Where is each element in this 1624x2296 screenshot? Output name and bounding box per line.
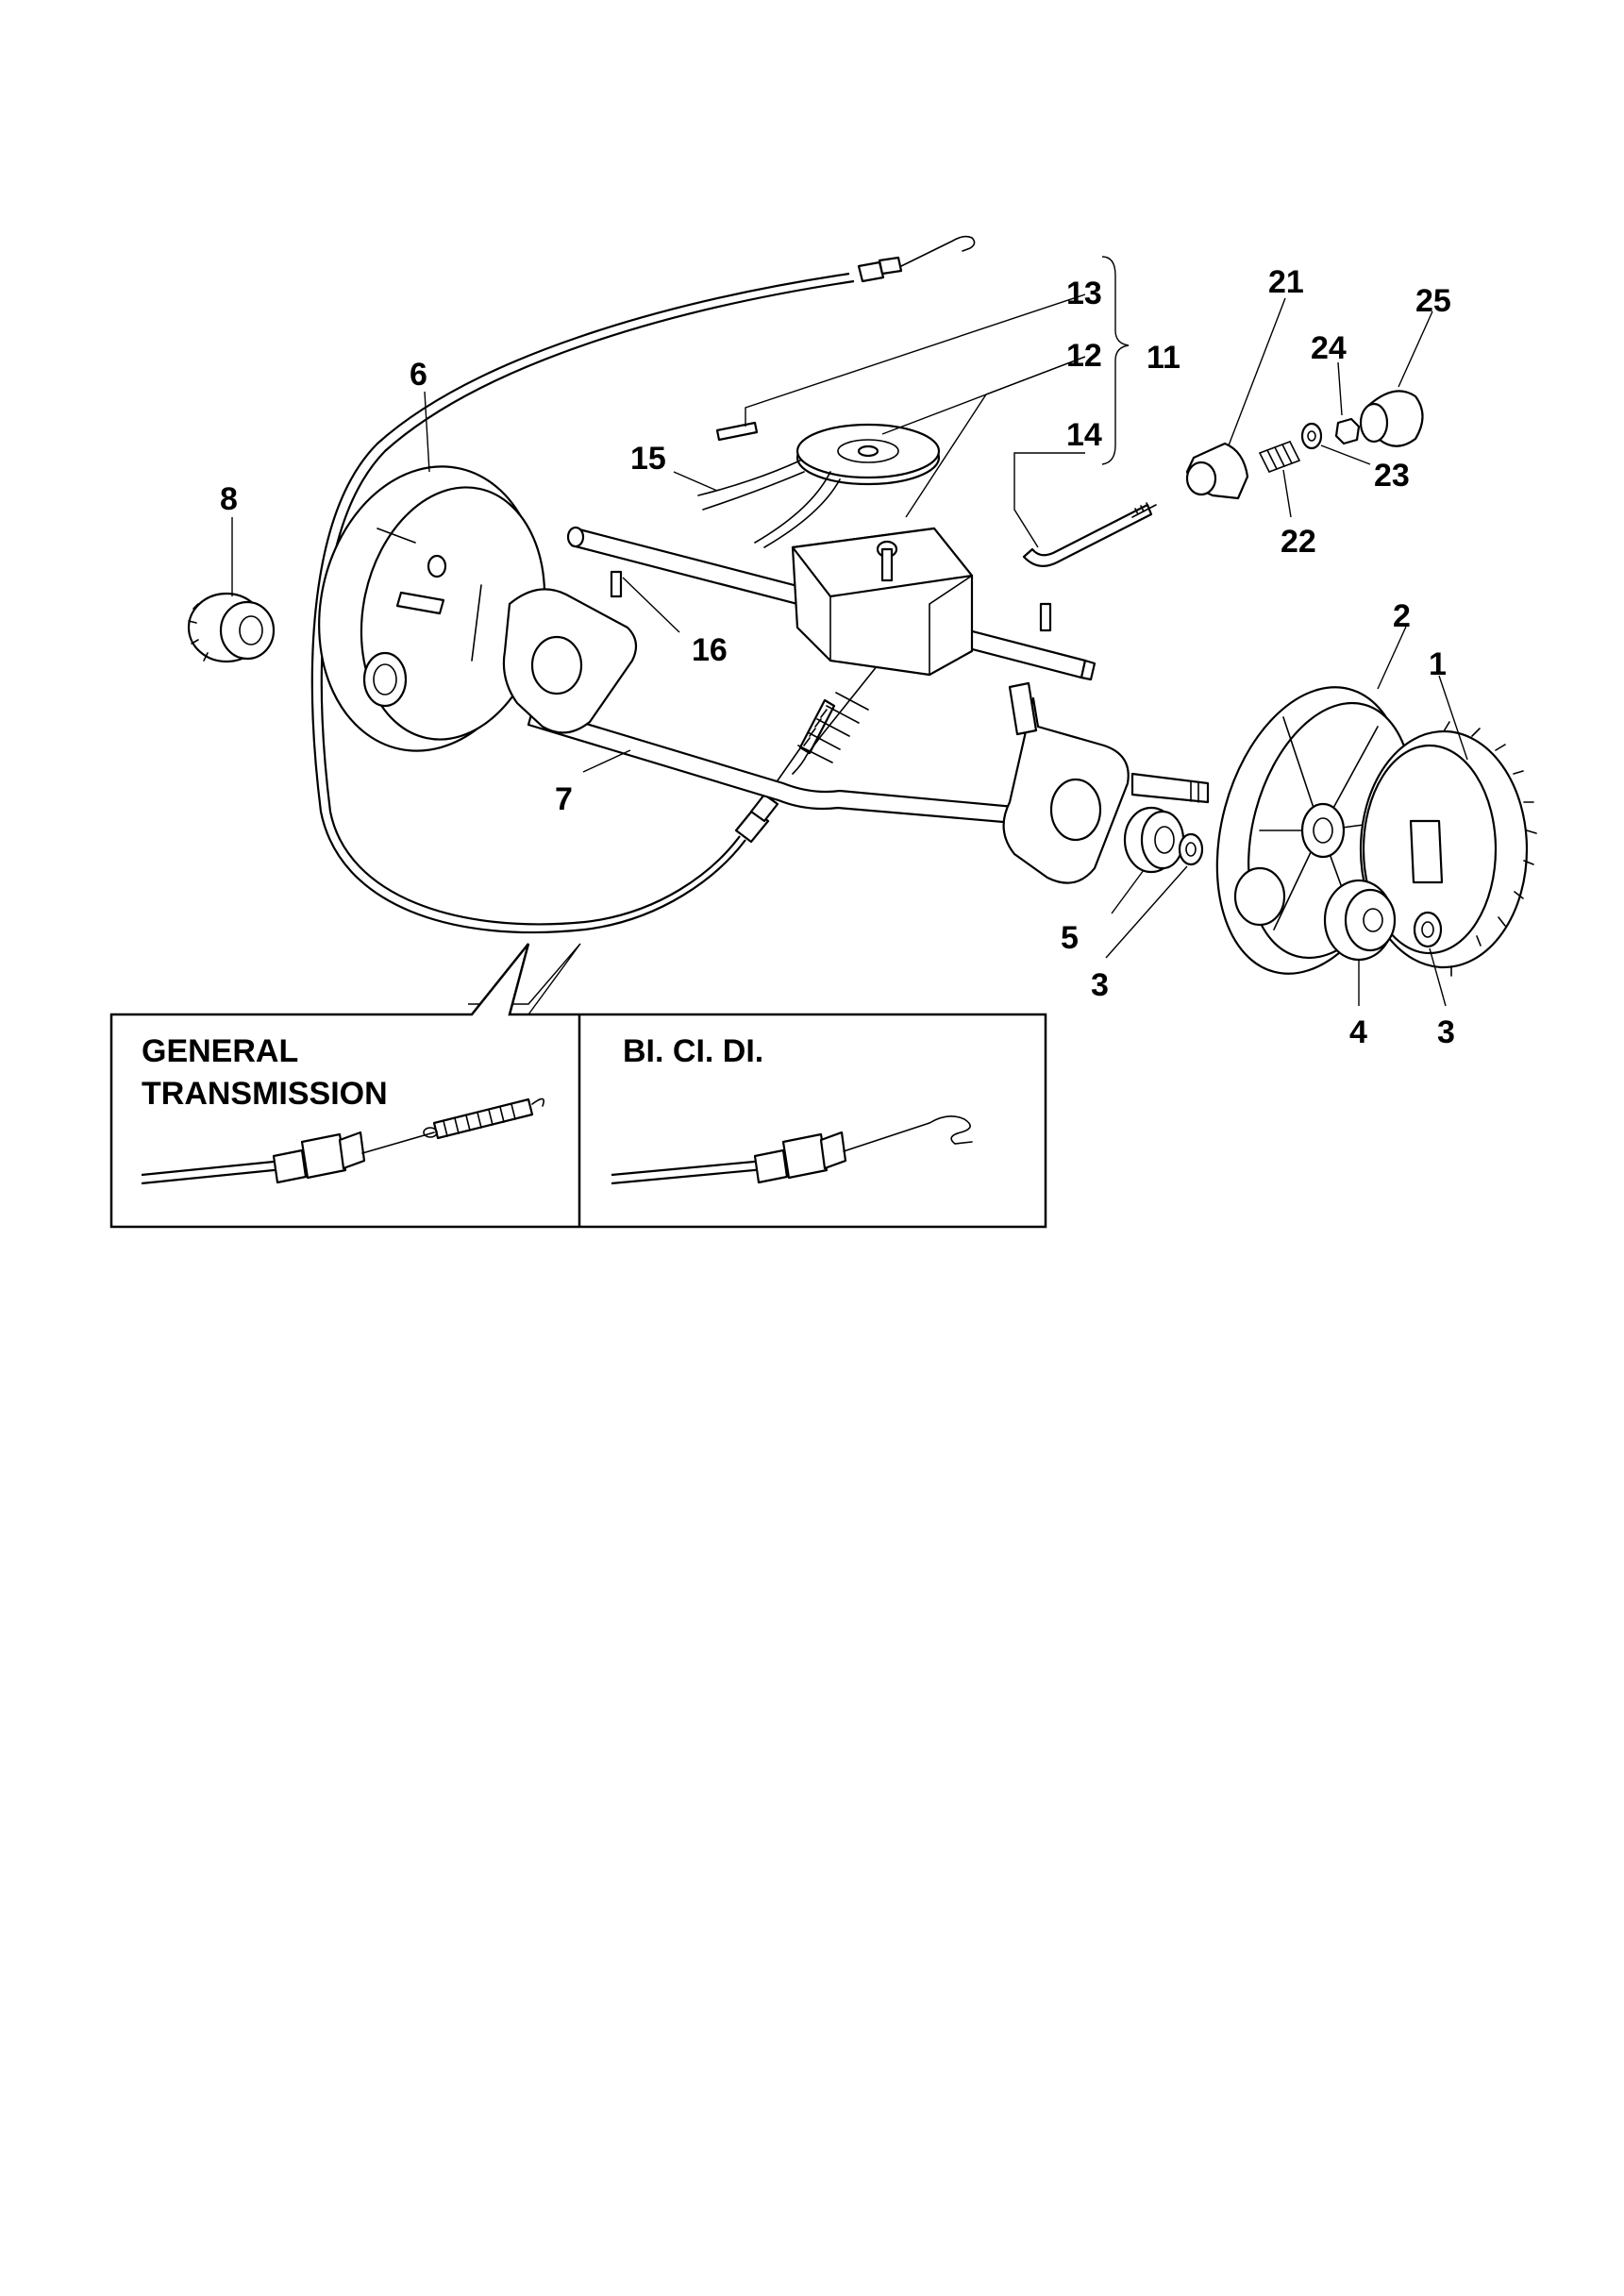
callout-2: 2 [1393,598,1411,634]
callout-7: 7 [555,781,573,817]
callout-12: 12 [1066,338,1102,374]
callout-15: 15 [630,441,666,477]
callout-6: 6 [410,357,427,393]
part-3-washer-a [1178,832,1204,866]
right-upper-cluster [1185,390,1424,500]
callout-16: 16 [692,632,728,668]
callout-4: 4 [1349,1014,1367,1050]
part-1-gear [1359,721,1537,977]
callout-1: 1 [1429,646,1447,682]
callout-3-right: 3 [1437,1014,1455,1050]
callout-8: 8 [220,481,238,517]
part-5-bearing [1123,806,1185,874]
inset-right-title: BI. CI. DI. [623,1033,763,1069]
callout-21: 21 [1268,264,1304,300]
callout-3-left: 3 [1091,967,1109,1003]
callout-24: 24 [1311,330,1347,366]
callout-14: 14 [1066,417,1102,453]
part-6-wheel-cover-left [318,465,546,752]
callout-5: 5 [1061,920,1079,956]
inset-left-title-line2: TRANSMISSION [142,1076,388,1112]
callout-25: 25 [1415,283,1451,319]
callout-23: 23 [1374,458,1410,494]
callout-13: 13 [1066,276,1102,311]
pins [610,421,1052,632]
axle-and-gearbox [566,423,1097,681]
callout-22: 22 [1281,524,1316,560]
callout-labels: 13 12 11 14 15 16 6 8 7 21 25 24 23 22 2… [220,264,1455,1050]
part-14-rod [1022,502,1157,567]
cable-variant-inset: GENERAL TRANSMISSION BI. CI. DI. [109,943,1047,1229]
callout-11: 11 [1147,340,1180,376]
part-8-pinion [187,592,276,663]
part-7-lever-shaft [502,588,1210,884]
inset-left-title-line1: GENERAL [142,1033,298,1069]
part-3-washer-b [1413,911,1443,948]
general-transmission-cable [141,1098,544,1185]
bi-ci-di-cable [611,1115,973,1185]
part-4-pinion [1323,879,1397,962]
lever-spring [792,650,890,775]
